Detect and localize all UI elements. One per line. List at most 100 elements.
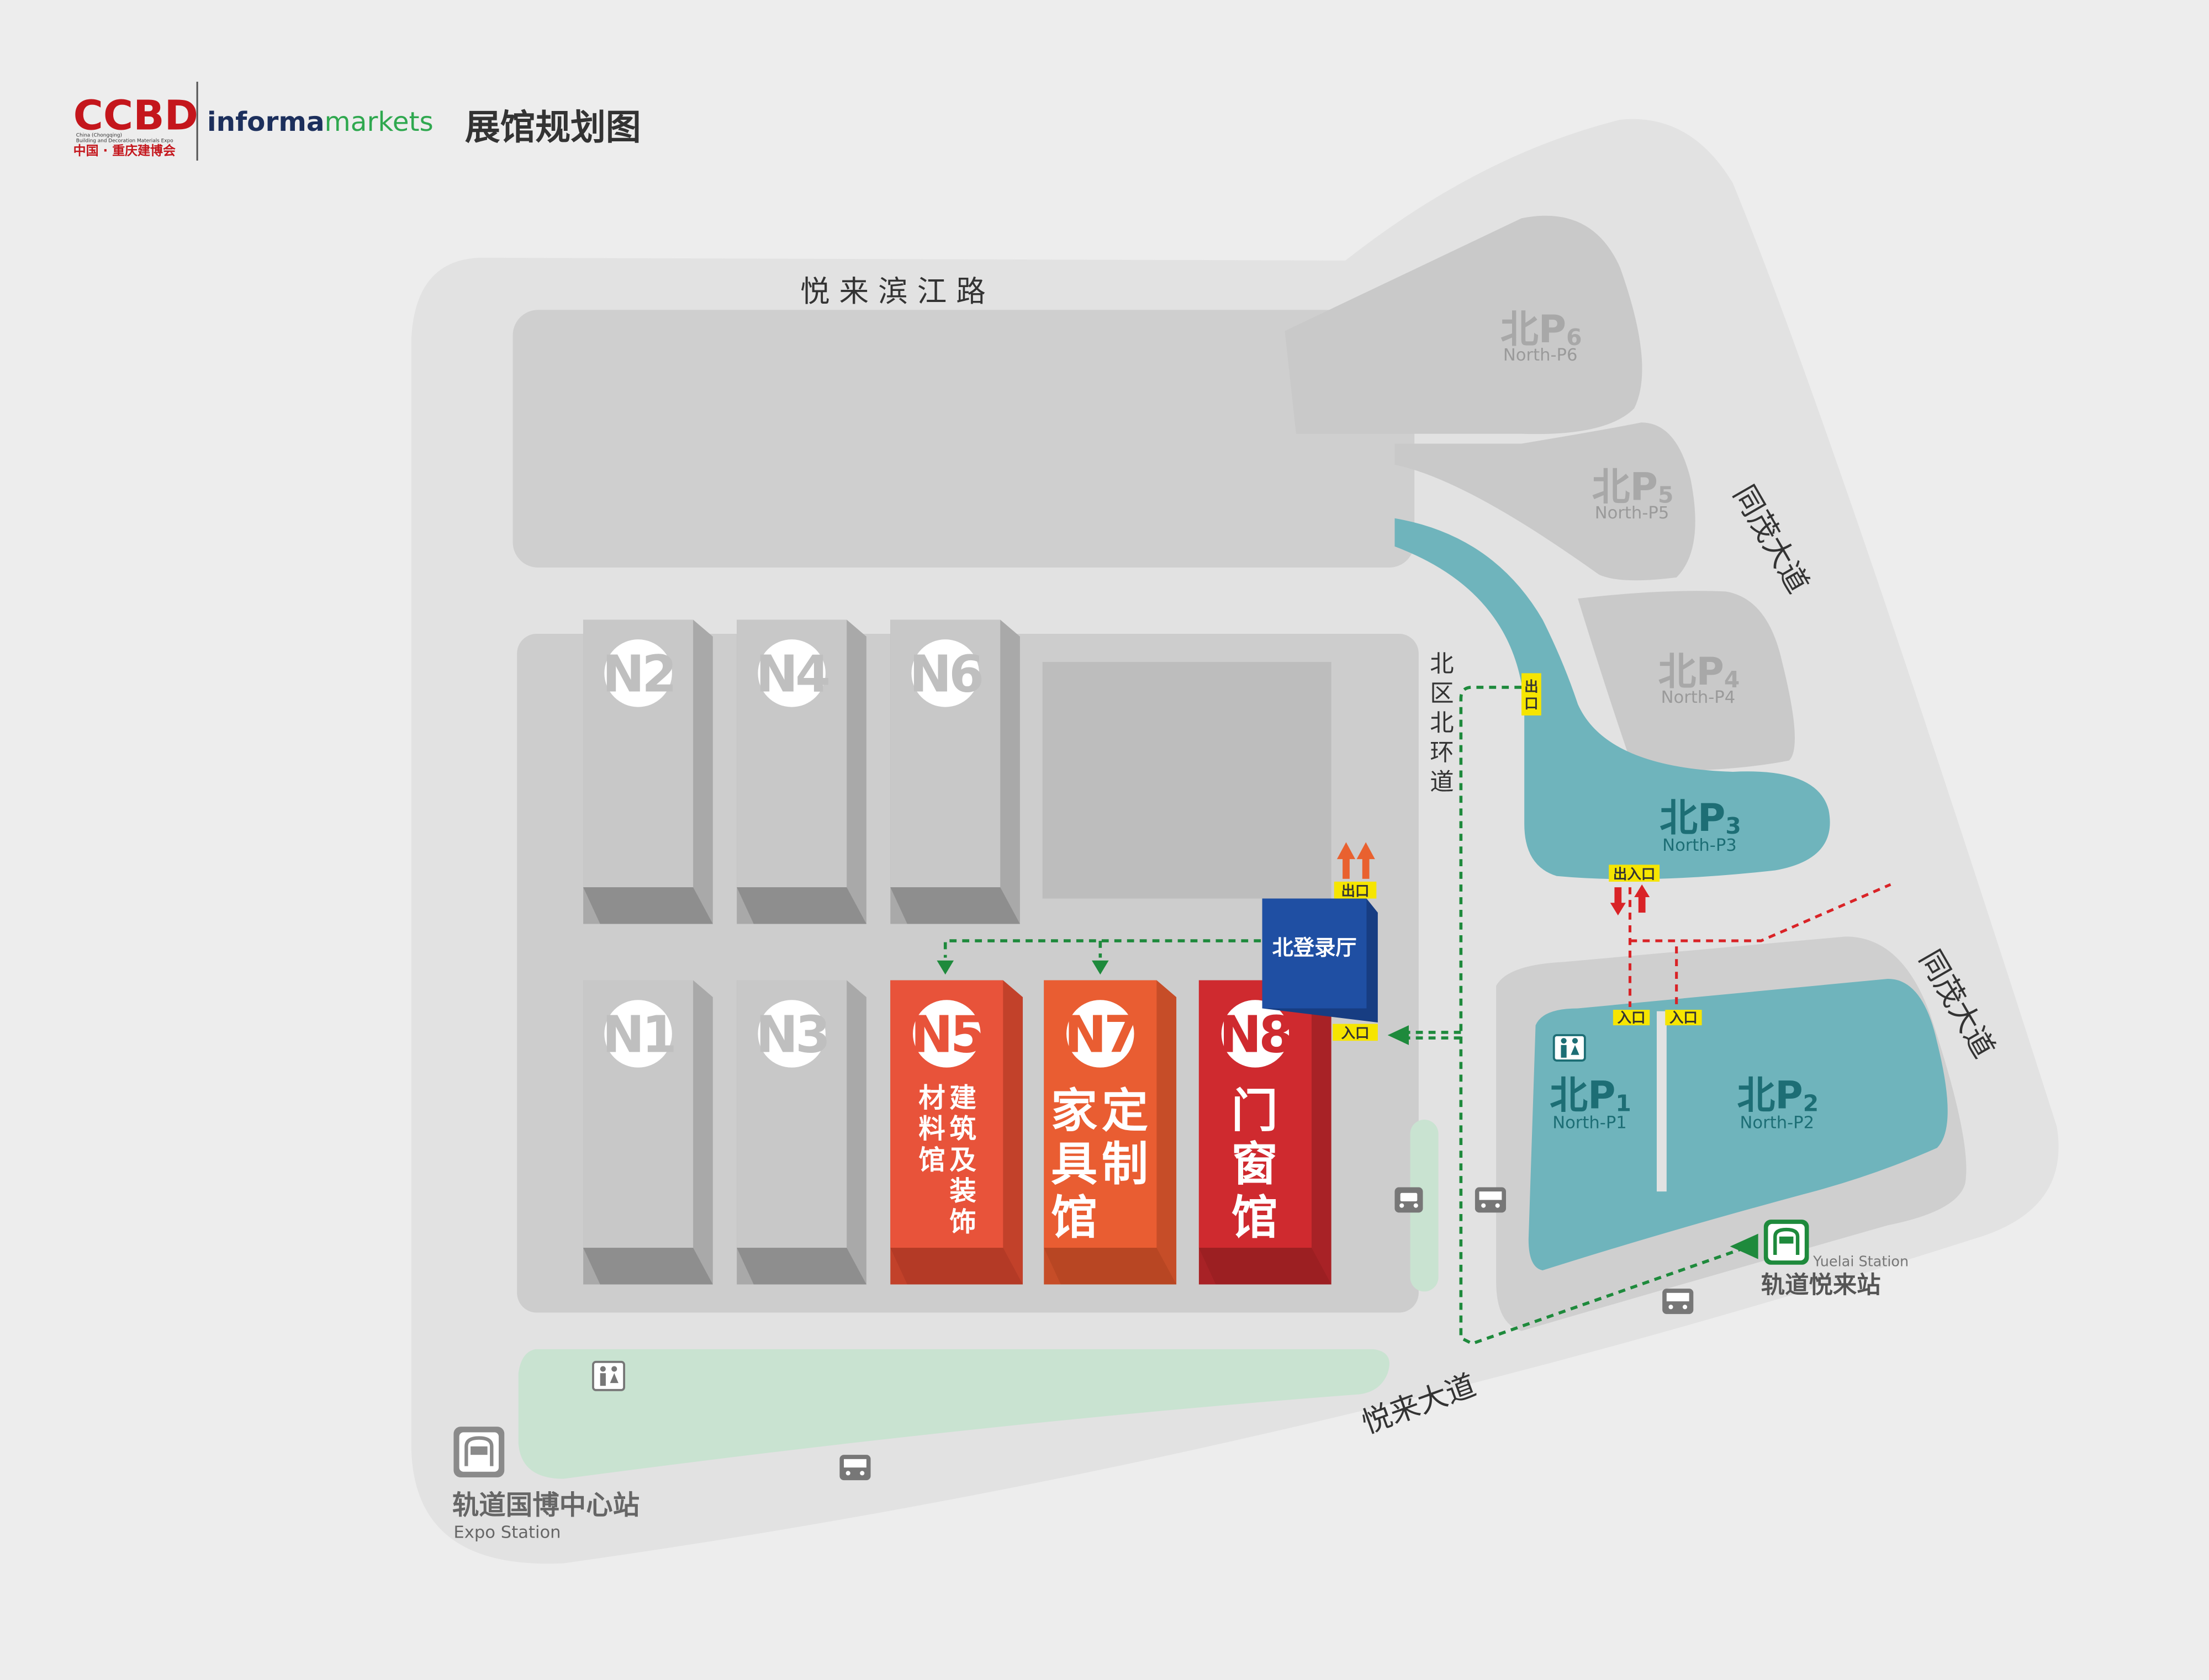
hall-N4[interactable]: N4 xyxy=(737,619,866,924)
hall-N1[interactable]: N1 xyxy=(583,980,713,1285)
parking-label-p3: 北P3 North-P3 xyxy=(1660,796,1741,855)
svg-text:北P6: 北P6 xyxy=(1500,308,1582,352)
green-route xyxy=(943,686,1762,1345)
taxi-icon xyxy=(1394,1187,1423,1213)
red-route xyxy=(1628,883,1891,1007)
svg-text:入口: 入口 xyxy=(1618,1010,1646,1026)
svg-text:北P1: 北P1 xyxy=(1550,1074,1631,1118)
bus-icon xyxy=(1475,1187,1507,1213)
yuelai-station-cn: 轨道悦来站 xyxy=(1761,1271,1881,1299)
hall-N5[interactable]: N5 建筑及装饰 材料馆 xyxy=(890,980,1023,1285)
arrow-icon xyxy=(937,960,954,975)
bus-icon xyxy=(839,1455,871,1481)
hall-label-N6: N6 xyxy=(909,645,981,704)
metro-icon xyxy=(1763,1220,1809,1265)
arrow-icon xyxy=(1336,842,1356,860)
svg-text:出口: 出口 xyxy=(1341,883,1370,899)
parking-label-p2: 北P2 North-P2 xyxy=(1737,1074,1819,1133)
expo-station-cn: 轨道国博中心站 xyxy=(452,1490,640,1520)
plaza-block xyxy=(1042,661,1331,899)
green-zone xyxy=(518,1349,1389,1479)
parking-divider xyxy=(1656,1011,1667,1192)
hall-label-N4: N4 xyxy=(755,645,828,704)
bus-icon xyxy=(1662,1289,1694,1315)
svg-text:North-P1: North-P1 xyxy=(1552,1113,1627,1132)
tag-entrance-p2: 入口 xyxy=(1665,1010,1702,1026)
arrow-icon xyxy=(1356,842,1375,860)
parking-p6-area xyxy=(1285,215,1642,434)
tag-exit-top: 出口 xyxy=(1521,673,1541,716)
hall-name-N8: 门窗馆 xyxy=(1232,1084,1278,1245)
logo-en-line2: Building and Decoration Materials Expo xyxy=(76,139,173,144)
svg-text:North-P6: North-P6 xyxy=(1503,346,1578,365)
svg-text:北P2: 北P2 xyxy=(1737,1074,1819,1118)
yuelai-station-en: Yuelai Station xyxy=(1812,1253,1909,1270)
registration-hall[interactable]: 北登录厅 xyxy=(1262,898,1378,1023)
tag-exit-reg: 出口 xyxy=(1334,881,1377,899)
svg-text:北P5: 北P5 xyxy=(1592,465,1674,510)
expo-station-en: Expo Station xyxy=(453,1523,561,1543)
parking-p1-p2-area xyxy=(1528,978,1948,1271)
road-inner: 北区北环道 xyxy=(1430,650,1454,796)
svg-text:北P3: 北P3 xyxy=(1660,796,1741,840)
hall-N6[interactable]: N6 xyxy=(890,619,1020,924)
north-block xyxy=(512,310,1415,568)
ccbd-logo: CCBD China (Chongqing) Building and Deco… xyxy=(73,92,198,158)
svg-text:北P4: 北P4 xyxy=(1658,650,1740,694)
tag-exit-top-chars: 出口 xyxy=(1524,679,1539,713)
expo-station[interactable]: 轨道国博中心站 Expo Station xyxy=(452,1427,640,1543)
hall-name-N7: 定制 家具馆 xyxy=(1051,1084,1164,1245)
brand-part2: markets xyxy=(325,107,434,137)
arrow-icon xyxy=(1092,960,1109,975)
road-inner-chars: 北区北环道 xyxy=(1430,650,1454,796)
road-north: 悦 来 滨 江 路 xyxy=(800,274,986,309)
exit-arrows xyxy=(1336,842,1375,879)
hall-label-N1: N1 xyxy=(602,1005,674,1064)
logo-main: CCBD xyxy=(73,92,198,140)
arrow-icon xyxy=(1634,884,1650,897)
informa-markets-logo: informamarkets xyxy=(207,107,434,137)
svg-text:North-P3: North-P3 xyxy=(1662,836,1737,855)
hall-label-N7: N7 xyxy=(1064,1005,1137,1064)
hall-N7[interactable]: N7 定制 家具馆 xyxy=(1044,980,1177,1285)
red-arrows xyxy=(1610,884,1650,916)
svg-text:入口: 入口 xyxy=(1669,1010,1698,1026)
hall-label-N3: N3 xyxy=(755,1005,828,1064)
page-title: 展馆规划图 xyxy=(465,108,641,149)
green-strip xyxy=(1410,1120,1439,1292)
parking-label-p4: 北P4 North-P4 xyxy=(1658,650,1740,707)
parking-label-p6: 北P6 North-P6 xyxy=(1500,308,1582,365)
hall-label-N8: N8 xyxy=(1219,1005,1292,1064)
brand-part1: informa xyxy=(207,107,325,137)
svg-text:North-P5: North-P5 xyxy=(1595,504,1669,523)
parking-label-p5: 北P5 North-P5 xyxy=(1592,465,1674,523)
hall-label-N2: N2 xyxy=(602,645,674,704)
registration-label: 北登录厅 xyxy=(1272,936,1357,961)
logo-en-line1: China (Chongqing) xyxy=(76,133,122,138)
hall-label-N5: N5 xyxy=(911,1005,983,1064)
svg-text:North-P2: North-P2 xyxy=(1740,1113,1814,1132)
arrow-icon xyxy=(1387,1025,1409,1045)
parking-p3-area xyxy=(1394,518,1830,879)
header: CCBD China (Chongqing) Building and Deco… xyxy=(73,81,641,161)
hall-name-N5: 建筑及装饰 材料馆 xyxy=(918,1083,985,1237)
logo-cn: 中国 · 重庆建博会 xyxy=(73,144,176,158)
svg-text:出入口: 出入口 xyxy=(1613,866,1656,883)
tag-entrance-reg: 入口 xyxy=(1333,1024,1378,1042)
tag-entry-exit: 出入口 xyxy=(1609,865,1660,883)
restroom-icon xyxy=(1552,1034,1586,1062)
parking-label-p1: 北P1 North-P1 xyxy=(1550,1074,1631,1133)
metro-icon xyxy=(453,1427,505,1477)
hall-N8[interactable]: N8 门窗馆 xyxy=(1198,980,1331,1285)
yuelai-station[interactable]: Yuelai Station 轨道悦来站 xyxy=(1761,1220,1909,1299)
arrow-icon xyxy=(1730,1233,1758,1259)
tag-entrance-p1: 入口 xyxy=(1613,1010,1650,1026)
svg-text:入口: 入口 xyxy=(1341,1025,1370,1042)
restroom-icon xyxy=(592,1360,626,1391)
hall-N2[interactable]: N2 xyxy=(583,619,713,924)
hall-N3[interactable]: N3 xyxy=(737,980,866,1285)
parking-p5-area xyxy=(1394,422,1695,581)
arrow-icon xyxy=(1610,903,1626,916)
